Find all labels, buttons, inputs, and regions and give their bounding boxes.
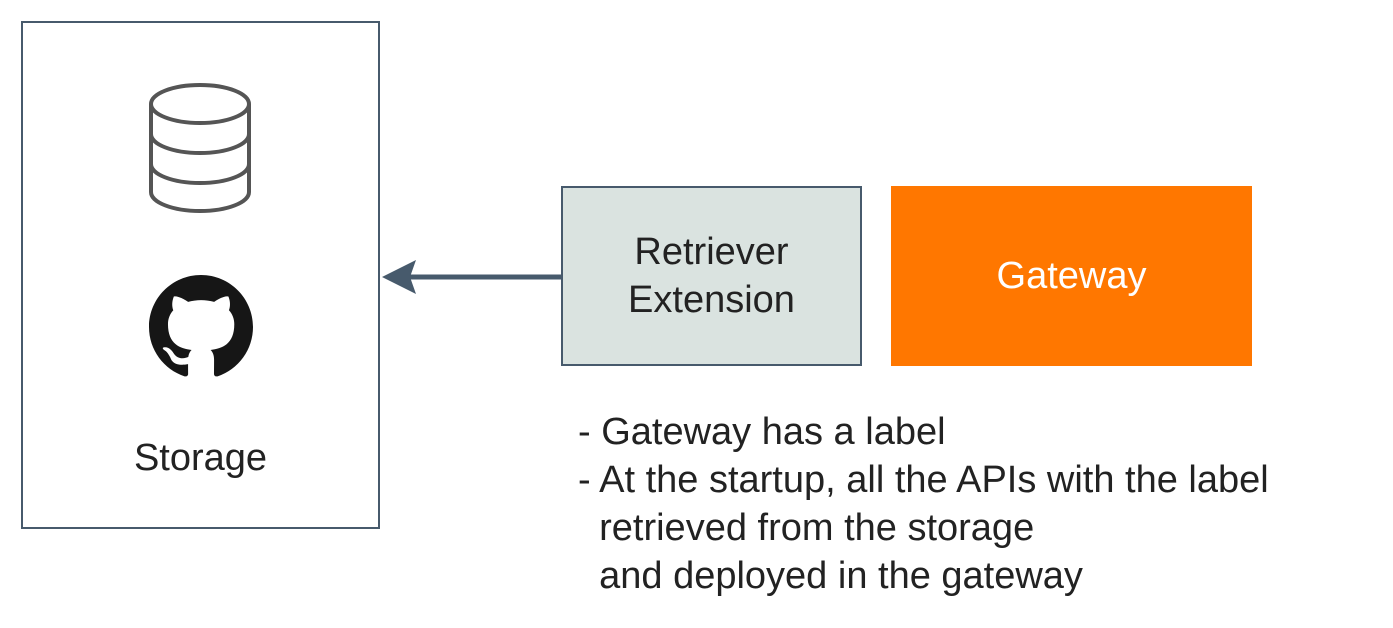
github-icon [149, 275, 253, 377]
note-line: retrieved from the storage [578, 507, 1035, 549]
storage-label: Storage [133, 437, 268, 479]
gateway-label: Gateway [996, 255, 1147, 297]
note-line: - Gateway has a label [578, 411, 946, 453]
note-line: and deployed in the gateway [578, 555, 1083, 597]
gateway-box: Gateway [891, 186, 1252, 366]
database-icon [149, 83, 251, 213]
retriever-to-storage-arrow [382, 260, 563, 294]
retriever-extension-label: Retriever Extension [628, 231, 795, 321]
notes-list: - Gateway has a label - At the startup, … [578, 408, 1269, 600]
note-line: - At the startup, all the APIs with the … [578, 459, 1269, 501]
storage-box [21, 21, 380, 529]
retriever-extension-box: Retriever Extension [561, 186, 862, 366]
